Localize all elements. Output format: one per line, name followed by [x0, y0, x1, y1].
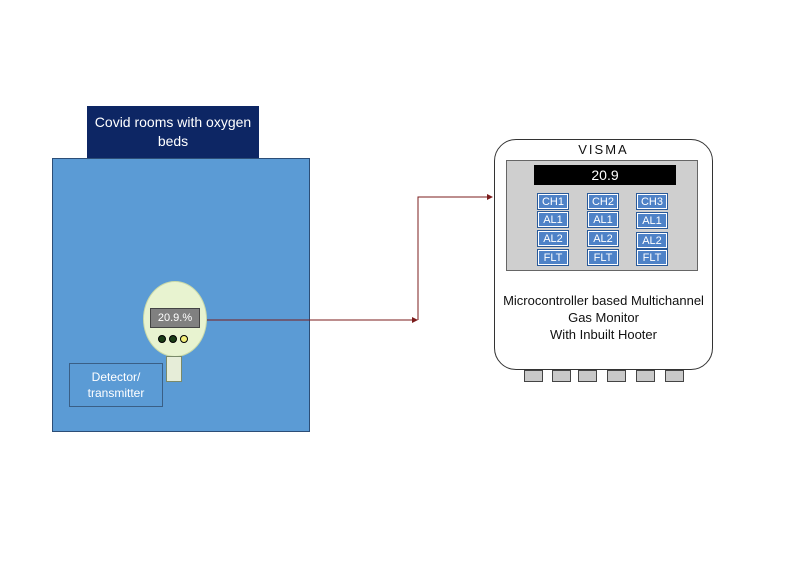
channel-3-al2: AL2: [636, 232, 668, 249]
monitor-caption: Microcontroller based Multichannel Gas M…: [494, 292, 713, 343]
monitor-display: 20.9: [534, 165, 676, 185]
channel-1-header: CH1: [537, 193, 569, 210]
detector-led-3: [180, 335, 188, 343]
room-label: Covid rooms with oxygen beds: [87, 106, 259, 158]
monitor-port: [665, 370, 684, 382]
monitor-port: [578, 370, 597, 382]
detector-led-1: [158, 335, 166, 343]
channel-2-header: CH2: [587, 193, 619, 210]
connector-riser: [417, 194, 493, 320]
monitor-caption-line-2: Gas Monitor: [568, 310, 639, 325]
channel-3-flt: FLT: [636, 249, 668, 266]
monitor-port: [552, 370, 571, 382]
detector-display: 20.9.%: [150, 308, 200, 328]
detector-led-2: [169, 335, 177, 343]
channel-3-al1: AL1: [636, 212, 668, 229]
monitor-caption-line-3: With Inbuilt Hooter: [550, 327, 657, 342]
monitor-brand: VISMA: [578, 142, 629, 157]
detector-stem: [166, 356, 182, 382]
channel-2-al2: AL2: [587, 230, 619, 247]
monitor-port: [607, 370, 626, 382]
channel-1-flt: FLT: [537, 249, 569, 266]
detector-label: Detector/ transmitter: [69, 363, 163, 407]
channel-1-al2: AL2: [537, 230, 569, 247]
channel-3-header: CH3: [636, 193, 668, 210]
channel-2-flt: FLT: [587, 249, 619, 266]
monitor-caption-line-1: Microcontroller based Multichannel: [503, 293, 704, 308]
channel-1-al1: AL1: [537, 211, 569, 228]
channel-2-al1: AL1: [587, 211, 619, 228]
monitor-port: [636, 370, 655, 382]
monitor-port: [524, 370, 543, 382]
